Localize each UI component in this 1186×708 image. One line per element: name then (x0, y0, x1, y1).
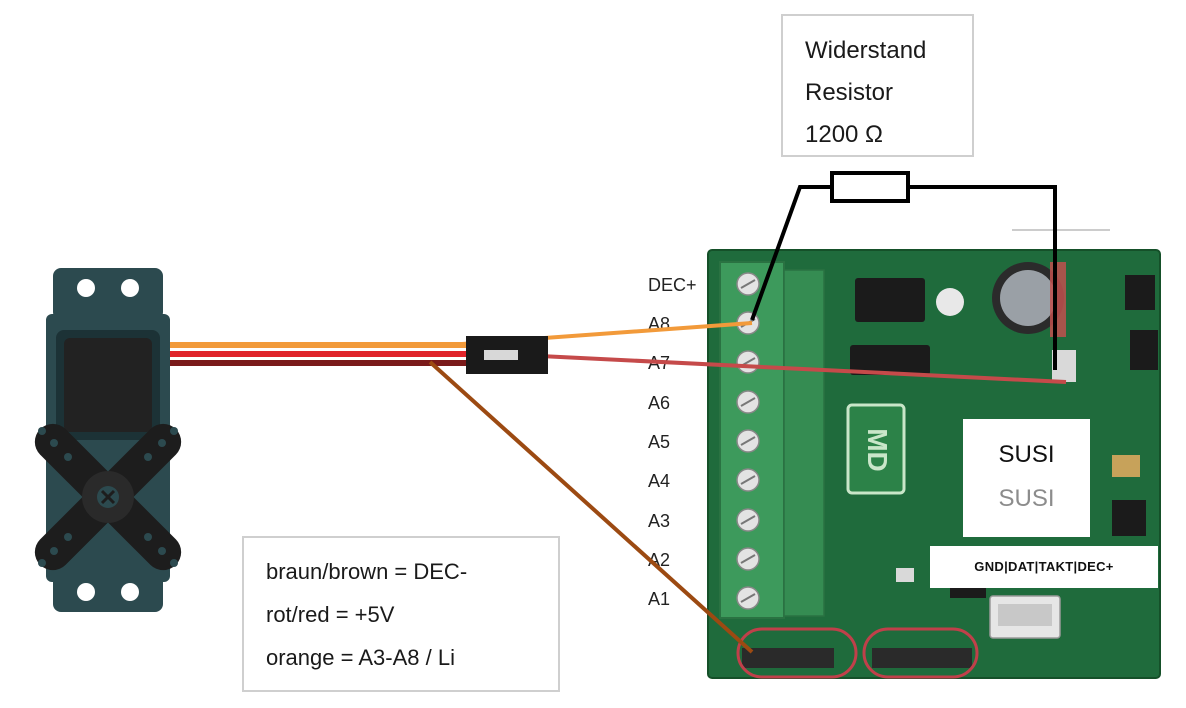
resistor-icon (830, 171, 910, 203)
terminal-label-a6: A6 (648, 393, 670, 413)
resistor-label-en: Resistor (805, 79, 894, 106)
jst-connector-icon (989, 595, 1061, 639)
plug-connector-icon (466, 336, 548, 374)
pin-header-right (862, 627, 979, 679)
resistor-label-de: Widerstand (805, 37, 927, 64)
wire-brown-to-gnd (428, 360, 754, 654)
servo-motor-icon (34, 268, 182, 612)
pin-header-left (736, 627, 858, 679)
servo-wires (170, 321, 1067, 654)
susi-label-box: SUSI SUSI (963, 419, 1090, 537)
resistor-circuit (750, 171, 1057, 370)
resistor-label-box: Widerstand Resistor 1200 Ω (781, 14, 974, 157)
terminal-labels: DEC+ A8 A7 A6 A5 A4 A3 A2 A1 (648, 275, 697, 609)
terminal-label-a1: A1 (648, 589, 670, 609)
legend-brown: braun/brown = DEC- (266, 559, 468, 584)
terminal-label-a4: A4 (648, 471, 670, 491)
decoder-board: MD (707, 229, 1161, 679)
terminal-label-dec-plus: DEC+ (648, 275, 697, 295)
terminal-label-a5: A5 (648, 432, 670, 452)
md-logo-icon: MD (846, 403, 906, 495)
susi-label-primary: SUSI (998, 441, 1055, 468)
wire-legend-box: braun/brown = DEC- rot/red = +5V orange … (242, 536, 560, 692)
legend-red: rot/red = +5V (266, 602, 395, 627)
legend-orange: orange = A3-A8 / Li (266, 645, 455, 670)
susi-label-secondary: SUSI (998, 485, 1055, 512)
terminal-label-a3: A3 (648, 511, 670, 531)
svg-text:MD: MD (862, 428, 893, 472)
susi-pin-header-label: GND|DAT|TAKT|DEC+ (930, 546, 1158, 588)
wire-red-to-resistor (519, 353, 1067, 384)
resistor-value: 1200 Ω (805, 121, 883, 148)
